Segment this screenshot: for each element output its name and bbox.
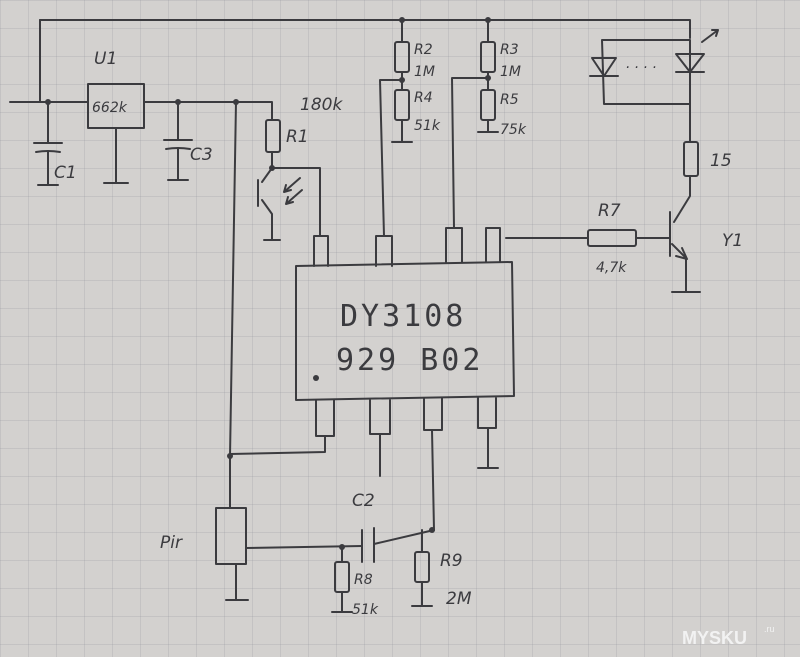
r3-value: 1M	[500, 64, 521, 80]
r1-value: 180k	[300, 95, 343, 115]
pir-sensor: Pir	[160, 453, 363, 601]
r2-value: 1M	[414, 64, 435, 80]
resistor-r4: R4 51k	[391, 89, 441, 143]
optocoupler: . . . .	[589, 29, 719, 143]
r1-label: R1	[286, 127, 309, 147]
r6-value: 15	[710, 151, 732, 171]
r5-value: 75k	[500, 122, 527, 138]
watermark-text: MYSKU	[682, 628, 747, 648]
r7-label: R7	[598, 201, 621, 221]
regulated-rail	[143, 99, 273, 457]
resistor-r3: R3 1M	[451, 41, 521, 229]
r4-value: 51k	[414, 118, 441, 134]
resistor-r1: 180k R1	[265, 95, 343, 237]
r2-label: R2	[414, 42, 433, 58]
resistor-r5: R5 75k	[477, 89, 527, 138]
phototransistor	[257, 167, 303, 241]
regulator-u1: U1 662k	[87, 49, 145, 184]
c3-label: C3	[190, 145, 213, 165]
transistor-y1: Y1	[669, 211, 743, 293]
r7-value: 4,7k	[596, 260, 627, 276]
u1-part-label: 662k	[92, 100, 128, 116]
r5-label: R5	[500, 92, 519, 108]
resistor-15: 15	[673, 141, 732, 223]
resistor-r8: R8 51k	[331, 546, 379, 618]
capacitor-c3: C3	[163, 139, 213, 181]
r9-value: 2M	[446, 589, 472, 609]
r9-label: R9	[440, 551, 463, 571]
c1-label: C1	[54, 163, 77, 183]
r8-label: R8	[354, 572, 373, 588]
capacitor-c2: C2	[352, 491, 435, 563]
c2-label: C2	[352, 491, 375, 511]
pir-label: Pir	[160, 533, 183, 553]
resistor-r9: R9 2M	[411, 529, 472, 609]
input-line	[9, 99, 89, 144]
resistor-r2: R2 1M	[379, 41, 435, 237]
y1-label: Y1	[722, 231, 743, 251]
r4-label: R4	[414, 90, 433, 106]
watermark-logo: MYSKU .ru	[682, 624, 775, 648]
watermark-suffix: .ru	[764, 624, 775, 634]
capacitor-c1: C1	[33, 142, 77, 186]
top-supply-rail	[39, 17, 691, 103]
r8-value: 51k	[352, 602, 379, 618]
led-dots: . . . .	[626, 56, 657, 72]
r3-label: R3	[500, 42, 519, 58]
chip-marking-2: 929 B02	[336, 343, 483, 378]
chip-dy3108: DY3108 929 B02	[229, 227, 515, 531]
chip-marking-1: DY3108	[340, 299, 466, 334]
resistor-r7: R7 4,7k	[505, 201, 671, 276]
u1-label: U1	[94, 49, 117, 69]
